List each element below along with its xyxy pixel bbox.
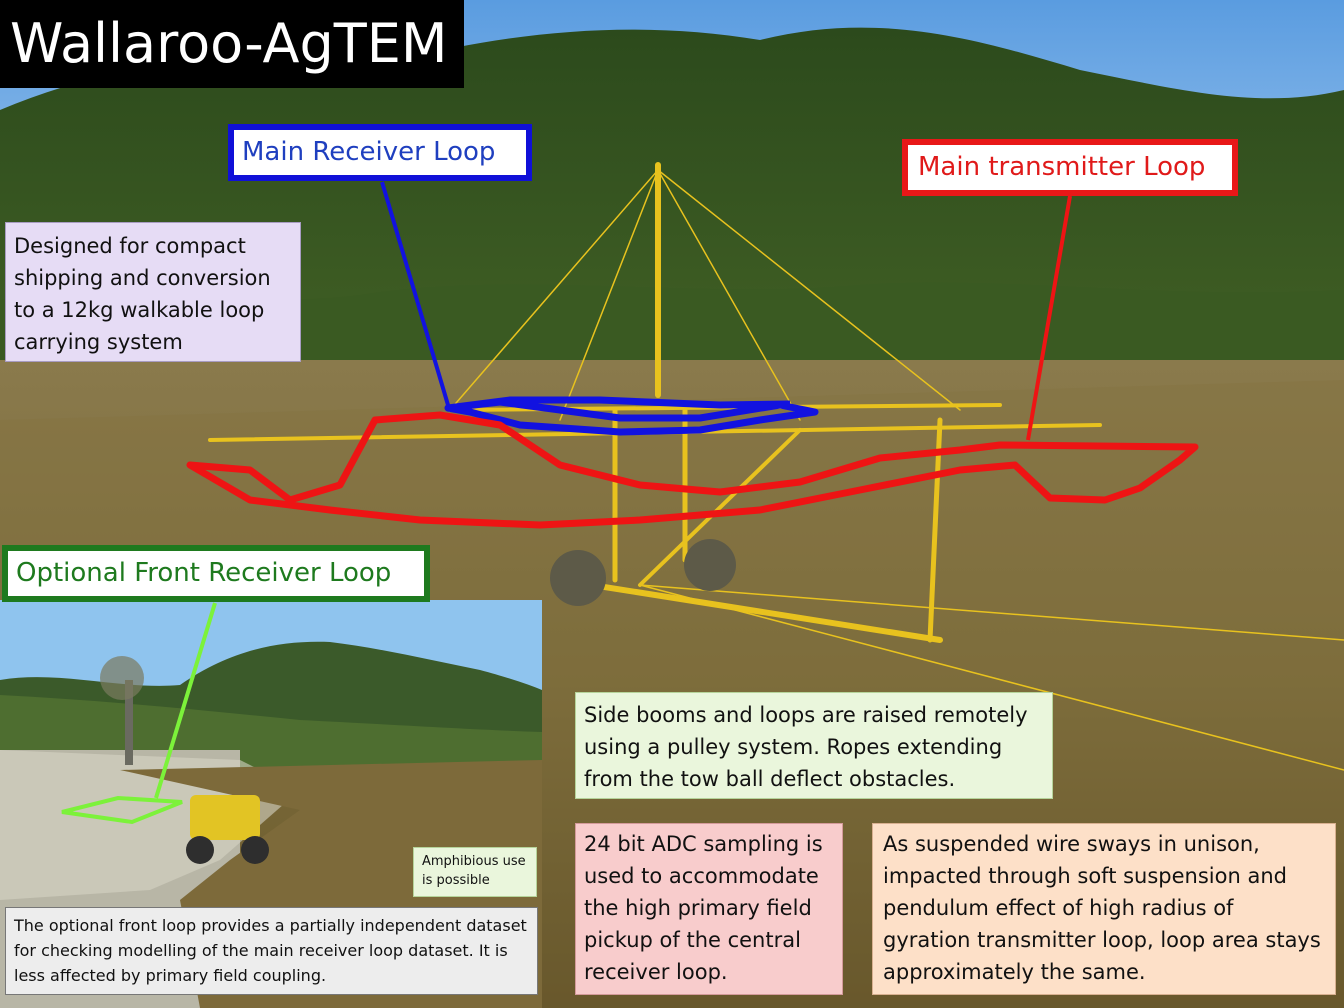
wheel-left bbox=[550, 550, 606, 606]
inset-vehicle bbox=[190, 795, 260, 840]
front-loop-marker bbox=[61, 795, 183, 825]
transmitter-pointer bbox=[1026, 195, 1072, 441]
booms-note: Side booms and loops are raised remotely… bbox=[575, 692, 1053, 799]
wheel-right bbox=[684, 539, 736, 591]
receiver-loop-trace bbox=[444, 396, 819, 436]
shipping-note: Designed for compact shipping and conver… bbox=[5, 222, 301, 362]
adc-note: 24 bit ADC sampling is used to accommoda… bbox=[575, 823, 843, 995]
page-title: Wallaroo-AgTEM bbox=[0, 0, 464, 88]
sway-note: As suspended wire sways in unison, impac… bbox=[872, 823, 1336, 995]
hills bbox=[0, 27, 1344, 340]
front-loop-note: The optional front loop provides a parti… bbox=[5, 907, 538, 995]
receiver-pointer bbox=[380, 181, 450, 406]
front-receiver-label: Optional Front Receiver Loop bbox=[2, 545, 430, 602]
inset-tree-trunk bbox=[125, 680, 133, 765]
main-transmitter-label: Main transmitter Loop bbox=[902, 139, 1238, 196]
tree-line bbox=[0, 282, 1344, 380]
main-receiver-label: Main Receiver Loop bbox=[228, 124, 532, 181]
transmitter-loop-trace bbox=[186, 411, 1199, 529]
front-pointer bbox=[154, 602, 217, 799]
amphibious-note: Amphibious use is possible bbox=[413, 847, 537, 897]
